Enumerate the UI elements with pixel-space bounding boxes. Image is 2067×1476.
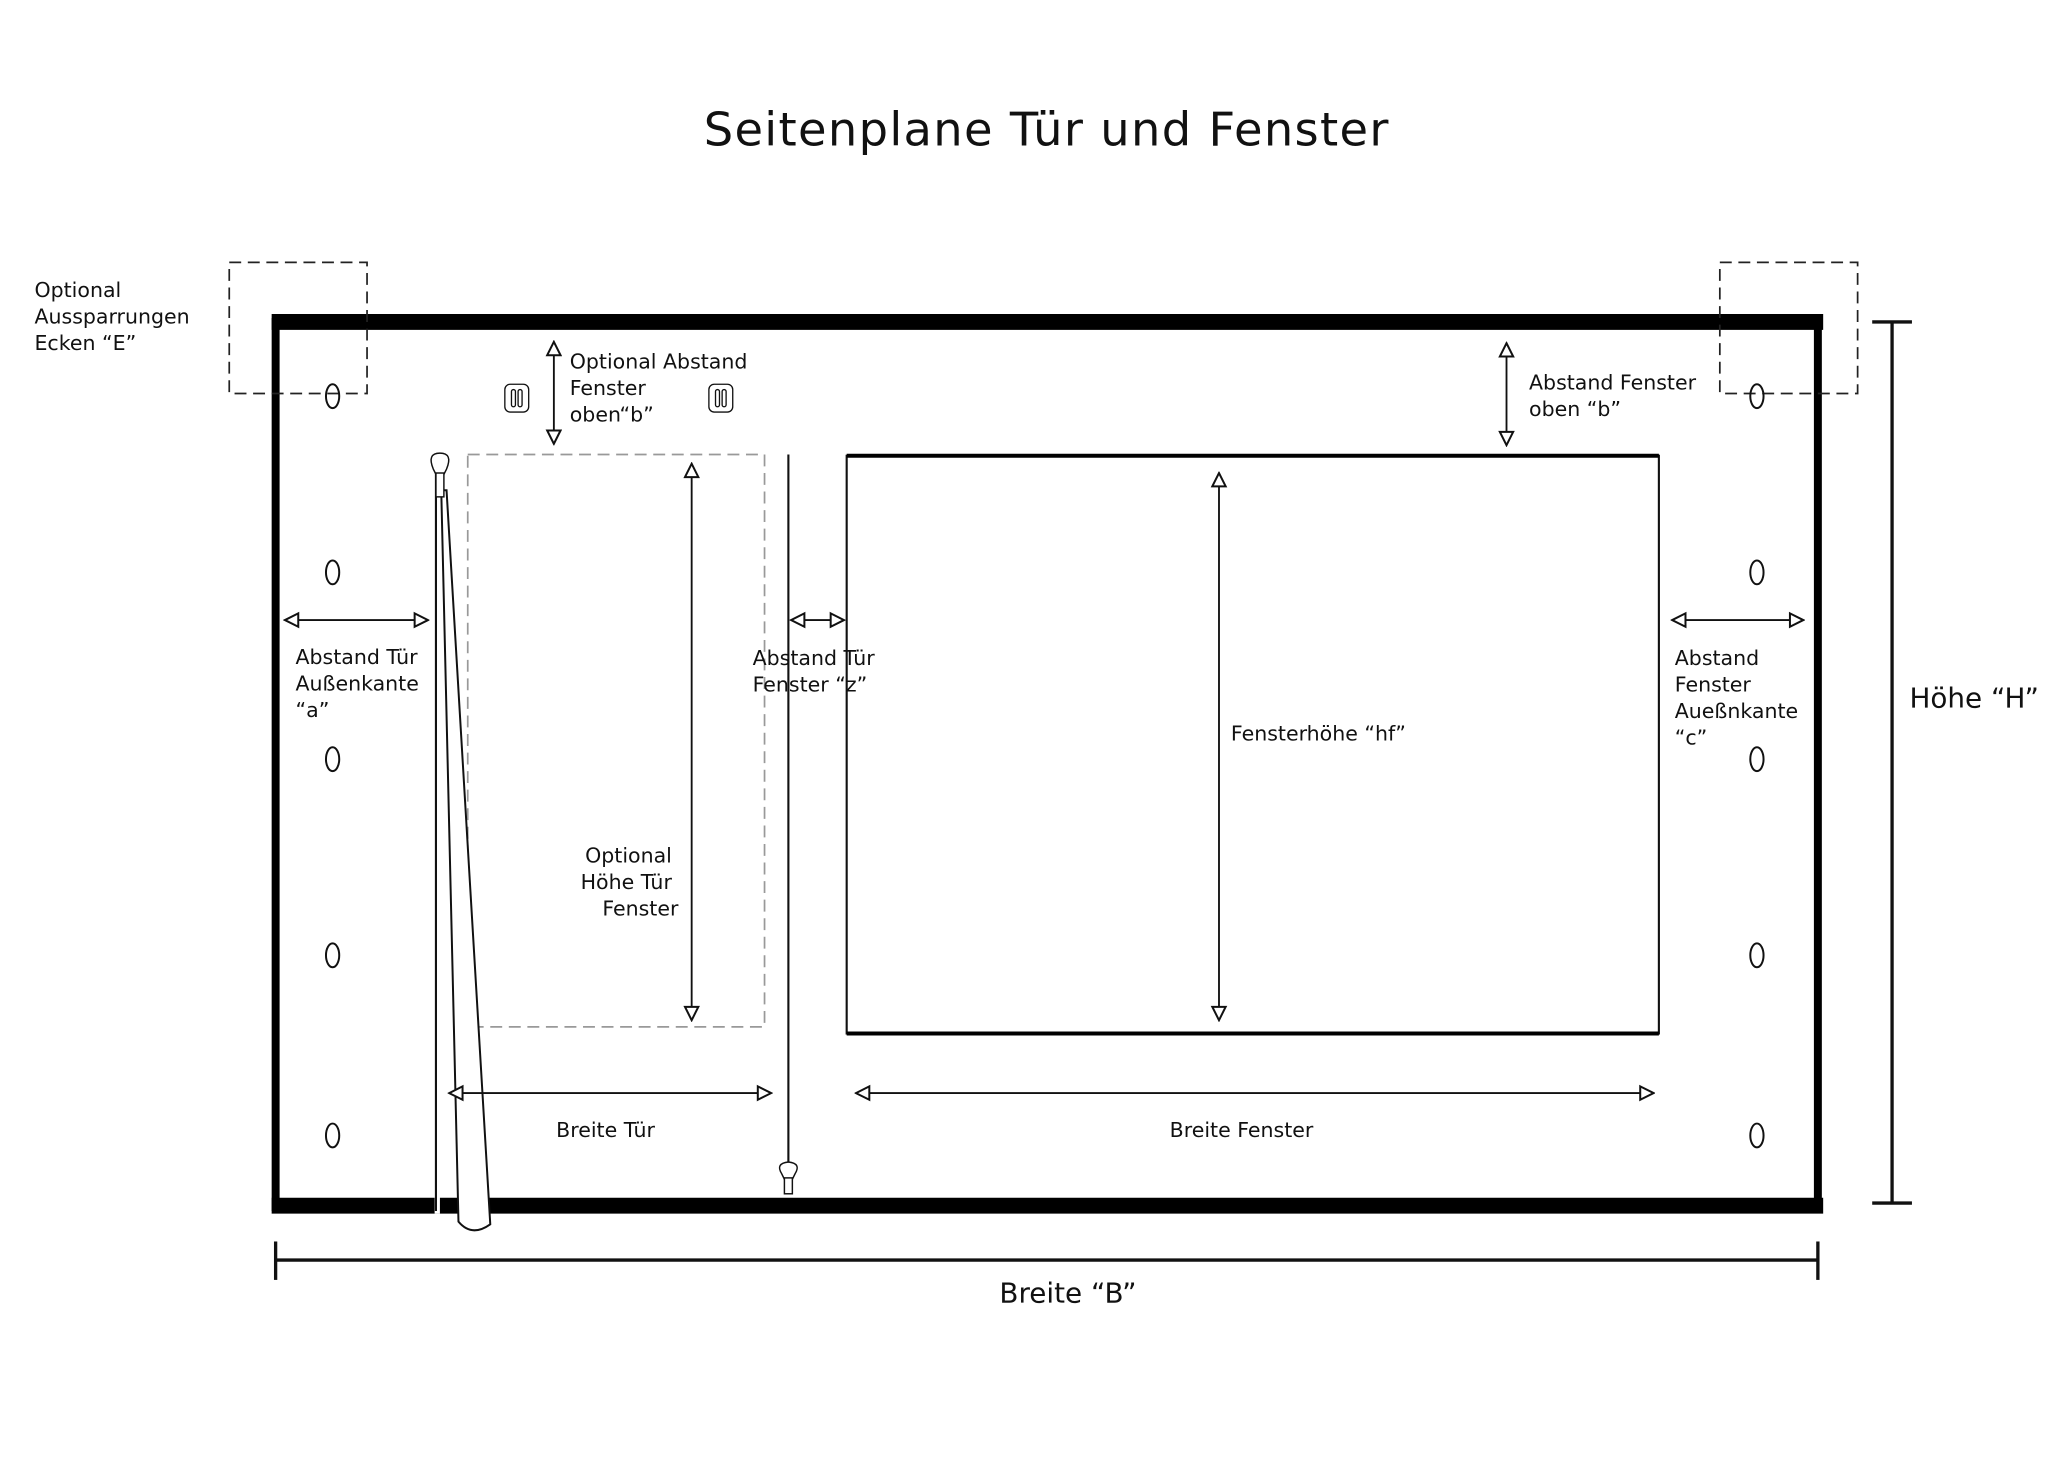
label-corners: Optional Aussparrungen Ecken “E”	[34, 278, 196, 355]
corner-cutout-left	[228, 261, 368, 395]
buckle-icon	[708, 383, 734, 413]
label-window-height: Fensterhöhe “hf”	[1231, 722, 1406, 746]
label-total-width: Breite “B”	[999, 1276, 1136, 1309]
total-height-dimension	[1872, 320, 1912, 1205]
label-window-top: Abstand Fenster oben “b”	[1529, 371, 1703, 421]
grommet-icon	[1749, 1122, 1765, 1149]
door-flap	[434, 463, 492, 1232]
label-door-window: Abstand Tür Fenster “z”	[753, 646, 882, 696]
tarp-frame	[271, 314, 1824, 1214]
label-door-window-height: Optional Höhe Tür Fenster	[581, 844, 679, 921]
corner-cutout-right	[1718, 261, 1859, 395]
label-window-edge: Abstand Fenster Aueßnkante “c”	[1675, 646, 1805, 749]
door-window-optional	[466, 453, 766, 1028]
label-window-width: Breite Fenster	[1170, 1118, 1314, 1142]
grommet-icon	[1749, 559, 1765, 586]
grommet-icon	[324, 559, 341, 586]
page-title: Seitenplane Tür und Fenster	[704, 103, 1390, 157]
buckle-icon	[504, 383, 530, 413]
grommet-icon	[1749, 383, 1765, 410]
label-total-height: Höhe “H”	[1909, 682, 2039, 715]
grommet-icon	[1749, 942, 1765, 969]
grommet-icon	[324, 1122, 341, 1149]
label-door-width: Breite Tür	[556, 1118, 655, 1142]
label-door-edge: Abstand Tür Außenkante “a”	[296, 645, 426, 722]
label-optional-top: Optional Abstand Fenster oben“b”	[570, 349, 754, 426]
grommets	[324, 383, 1765, 1149]
grommet-icon	[324, 746, 341, 773]
grommet-icon	[324, 383, 341, 410]
zipper-pull-icon	[778, 1161, 798, 1195]
total-width-dimension	[273, 1241, 1820, 1280]
grommet-icon	[324, 942, 341, 969]
grommet-icon	[1749, 746, 1765, 773]
zipper-pull-icon	[430, 452, 450, 498]
